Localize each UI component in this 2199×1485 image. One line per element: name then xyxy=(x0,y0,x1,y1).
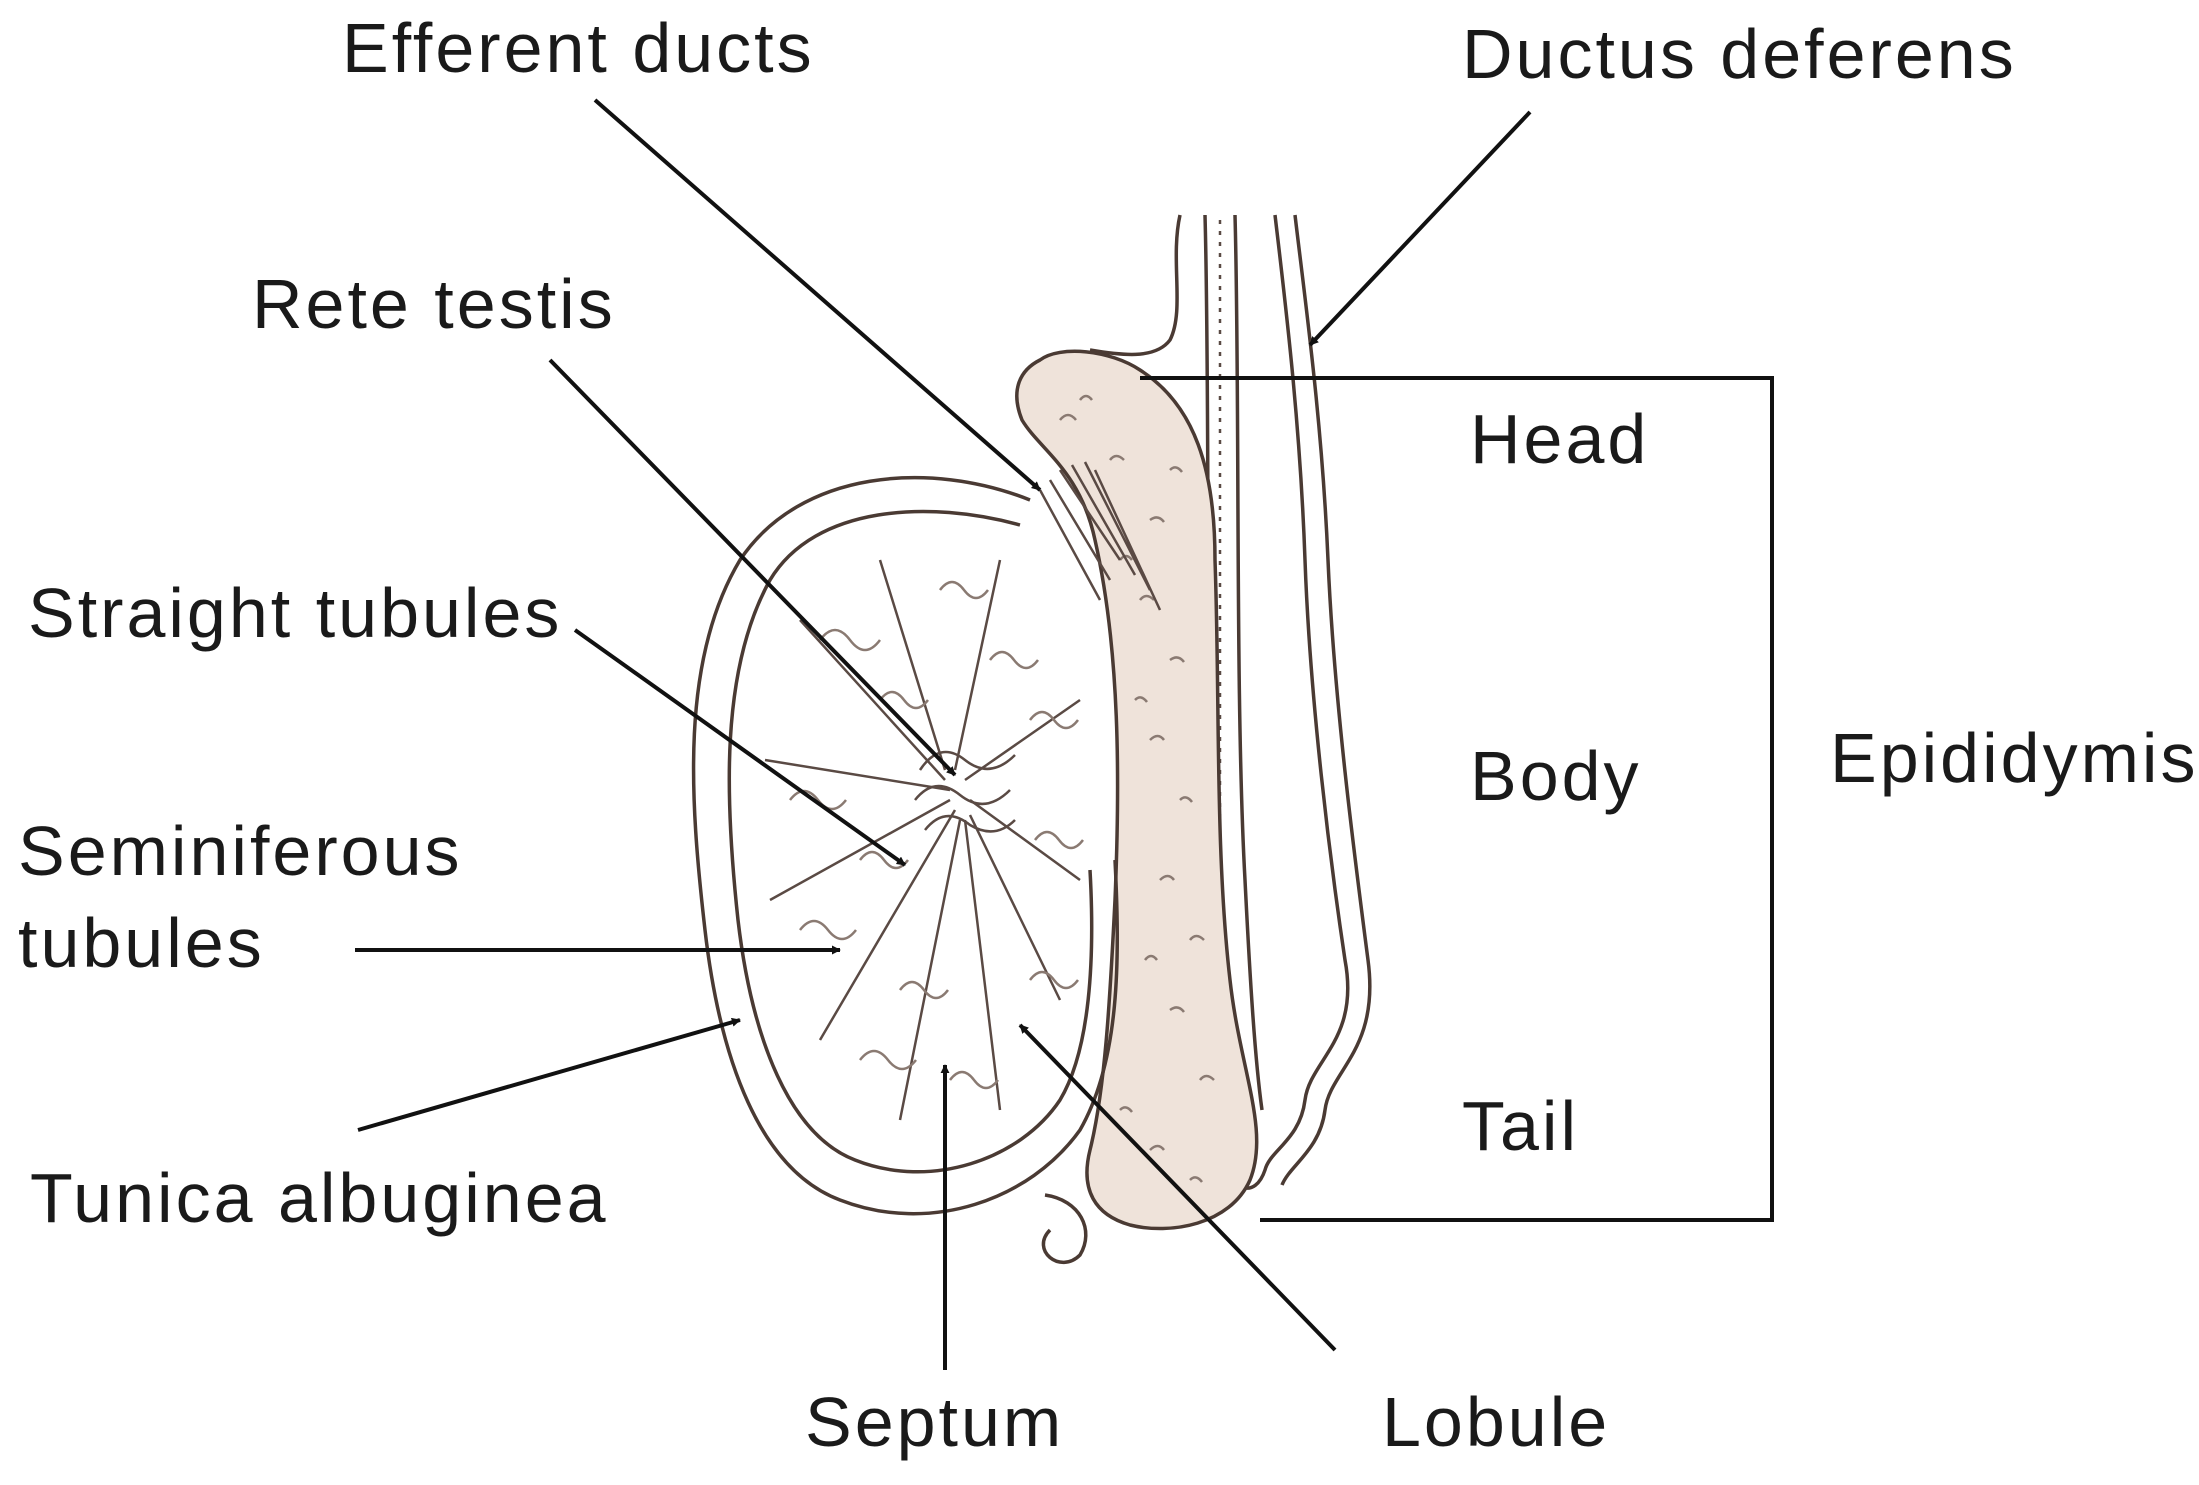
label-head: Head xyxy=(1470,400,1649,478)
rete-testis-leader xyxy=(548,358,957,777)
epididymis-structure xyxy=(1015,349,1259,1231)
testis-body xyxy=(691,475,1119,1264)
label-tunica-albuginea: Tunica albuginea xyxy=(30,1159,609,1237)
leader-lines xyxy=(355,98,1532,1370)
label-lobule: Lobule xyxy=(1382,1383,1610,1461)
epididymis-bracket xyxy=(1140,376,1774,1222)
label-epididymis: Epididymis xyxy=(1830,719,2198,797)
label-straight-tubules: Straight tubules xyxy=(28,574,562,652)
straight-tubules-leader xyxy=(573,628,907,867)
tunica-albuginea-leader xyxy=(357,1017,741,1132)
label-efferent-ducts: Efferent ducts xyxy=(342,9,815,87)
label-body: Body xyxy=(1470,737,1642,815)
lobule-leader xyxy=(1018,1023,1337,1352)
label-seminiferous-line1: Seminiferous xyxy=(18,812,463,890)
label-ductus-deferens: Ductus deferens xyxy=(1462,15,2017,93)
efferent-ducts-leader xyxy=(593,98,1042,492)
label-seminiferous-line2: tubules xyxy=(18,904,265,982)
testis-illustration xyxy=(691,214,1372,1264)
label-rete-testis: Rete testis xyxy=(252,265,616,343)
label-tail: Tail xyxy=(1462,1087,1579,1165)
diagram-labels: Efferent ducts Ductus deferens Rete test… xyxy=(18,9,2198,1461)
label-septum: Septum xyxy=(805,1383,1064,1461)
ductus-deferens-leader xyxy=(1308,110,1532,347)
